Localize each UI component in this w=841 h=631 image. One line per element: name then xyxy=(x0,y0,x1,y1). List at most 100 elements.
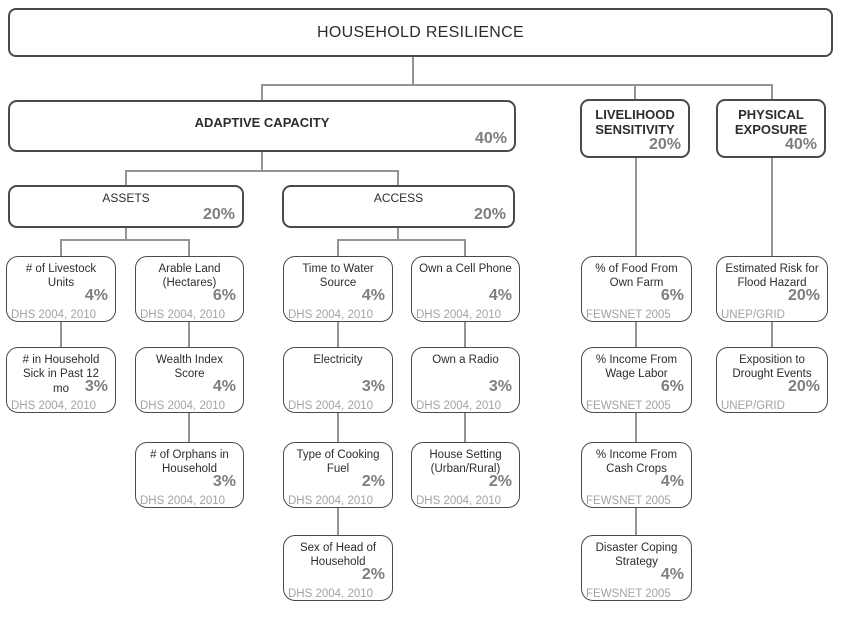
node-house-setting: House Setting (Urban/Rural) 2% DHS 2004,… xyxy=(411,442,520,508)
node-source: FEWSNET 2005 xyxy=(586,495,671,507)
node-title: % of Food From Own Farm xyxy=(595,263,678,290)
node-title: Own a Cell Phone xyxy=(419,263,512,275)
node-livelihood-sensitivity: LIVELIHOOD SENSITIVITY 20% xyxy=(580,99,690,158)
node-household-resilience: HOUSEHOLD RESILIENCE xyxy=(8,8,833,57)
node-source: FEWSNET 2005 xyxy=(586,400,671,412)
node-weight: 3% xyxy=(361,378,385,395)
connector-line xyxy=(60,322,62,347)
node-source: DHS 2004, 2010 xyxy=(288,400,374,412)
node-source: DHS 2004, 2010 xyxy=(140,309,226,321)
node-physical-exposure: PHYSICAL EXPOSURE 40% xyxy=(716,99,826,158)
node-wealth-index: Wealth Index Score 4% DHS 2004, 2010 xyxy=(135,347,244,413)
node-source: FEWSNET 2005 xyxy=(586,309,671,321)
node-radio: Own a Radio 3% DHS 2004, 2010 xyxy=(411,347,520,413)
node-arable-land: Arable Land (Hectares) 6% DHS 2004, 2010 xyxy=(135,256,244,322)
connector-line xyxy=(188,322,190,347)
node-source: DHS 2004, 2010 xyxy=(11,400,97,412)
node-cell-phone: Own a Cell Phone 4% DHS 2004, 2010 xyxy=(411,256,520,322)
node-title: ASSETS xyxy=(102,191,150,205)
connector-line xyxy=(634,84,636,99)
node-title: House Setting (Urban/Rural) xyxy=(429,449,502,476)
node-title: ACCESS xyxy=(373,191,424,205)
connector-line xyxy=(771,84,773,99)
node-household-sick: # in Household Sick in Past 12 mo 3% DHS… xyxy=(6,347,116,413)
connector-line xyxy=(337,413,339,442)
node-title: Own a Radio xyxy=(432,354,499,366)
node-title: PHYSICAL EXPOSURE xyxy=(734,107,808,138)
node-livestock-units: # of Livestock Units 4% DHS 2004, 2010 xyxy=(6,256,116,322)
node-weight: 2% xyxy=(488,473,512,490)
connector-line xyxy=(635,413,637,442)
node-title: Estimated Risk for Flood Hazard xyxy=(725,263,819,290)
node-time-to-water: Time to Water Source 4% DHS 2004, 2010 xyxy=(283,256,393,322)
connector-line xyxy=(337,508,339,535)
node-adaptive-capacity: ADAPTIVE CAPACITY 40% xyxy=(8,100,516,152)
node-drought-events: Exposition to Drought Events 20% UNEP/GR… xyxy=(716,347,828,413)
node-access: ACCESS 20% xyxy=(282,185,515,228)
connector-line xyxy=(188,239,190,256)
connector-line xyxy=(464,239,466,256)
node-weight: 4% xyxy=(84,287,108,304)
node-flood-hazard: Estimated Risk for Flood Hazard 20% UNEP… xyxy=(716,256,828,322)
node-title: % Income From Cash Crops xyxy=(595,449,678,476)
node-source: DHS 2004, 2010 xyxy=(416,309,502,321)
connector-line xyxy=(125,170,127,185)
connector-line xyxy=(337,239,466,241)
node-cooking-fuel: Type of Cooking Fuel 2% DHS 2004, 2010 xyxy=(283,442,393,508)
connector-line xyxy=(412,57,414,86)
node-source: DHS 2004, 2010 xyxy=(416,400,502,412)
node-sex-of-head: Sex of Head of Household 2% DHS 2004, 20… xyxy=(283,535,393,601)
node-source: DHS 2004, 2010 xyxy=(11,309,97,321)
node-weight: 6% xyxy=(212,287,236,304)
node-assets: ASSETS 20% xyxy=(8,185,244,228)
connector-line xyxy=(771,158,773,256)
connector-line xyxy=(771,322,773,347)
node-weight: 3% xyxy=(212,473,236,490)
node-weight: 2% xyxy=(361,473,385,490)
connector-line xyxy=(261,152,263,172)
node-weight: 3% xyxy=(84,378,108,395)
node-title: # in Household Sick in Past 12 mo xyxy=(22,354,100,395)
node-source: DHS 2004, 2010 xyxy=(288,309,374,321)
node-source: FEWSNET 2005 xyxy=(586,588,671,600)
node-source: DHS 2004, 2010 xyxy=(416,495,502,507)
node-weight: 4% xyxy=(212,378,236,395)
connector-line xyxy=(60,239,190,241)
connector-line xyxy=(188,413,190,442)
node-title: Wealth Index Score xyxy=(156,354,223,381)
node-source: UNEP/GRID xyxy=(721,309,785,321)
node-weight: 20% xyxy=(473,206,506,223)
node-weight: 20% xyxy=(787,287,820,304)
connector-line xyxy=(635,322,637,347)
node-title: % Income From Wage Labor xyxy=(595,354,678,381)
connector-line xyxy=(464,413,466,442)
node-weight: 20% xyxy=(202,206,235,223)
node-source: DHS 2004, 2010 xyxy=(140,400,226,412)
node-electricity: Electricity 3% DHS 2004, 2010 xyxy=(283,347,393,413)
node-weight: 4% xyxy=(361,287,385,304)
connector-line xyxy=(635,158,637,256)
node-weight: 4% xyxy=(660,566,684,583)
node-weight: 4% xyxy=(660,473,684,490)
node-orphans: # of Orphans in Household 3% DHS 2004, 2… xyxy=(135,442,244,508)
node-title: Type of Cooking Fuel xyxy=(296,449,380,476)
node-title: Time to Water Source xyxy=(302,263,374,290)
connector-line xyxy=(397,170,399,185)
node-weight: 40% xyxy=(784,136,817,153)
connector-line xyxy=(337,239,339,256)
node-title: Arable Land (Hectares) xyxy=(158,263,221,290)
node-weight: 40% xyxy=(474,130,507,147)
node-source: DHS 2004, 2010 xyxy=(288,588,374,600)
node-title: HOUSEHOLD RESILIENCE xyxy=(317,23,524,41)
connector-line xyxy=(125,170,399,172)
node-title: Exposition to Drought Events xyxy=(732,354,812,381)
node-weight: 20% xyxy=(648,136,681,153)
node-weight: 6% xyxy=(660,378,684,395)
connector-line xyxy=(261,84,263,100)
node-title: Sex of Head of Household xyxy=(299,542,377,569)
node-title: LIVELIHOOD SENSITIVITY xyxy=(595,107,675,138)
node-food-own-farm: % of Food From Own Farm 6% FEWSNET 2005 xyxy=(581,256,692,322)
node-weight: 6% xyxy=(660,287,684,304)
node-source: DHS 2004, 2010 xyxy=(140,495,226,507)
node-cash-crops: % Income From Cash Crops 4% FEWSNET 2005 xyxy=(581,442,692,508)
